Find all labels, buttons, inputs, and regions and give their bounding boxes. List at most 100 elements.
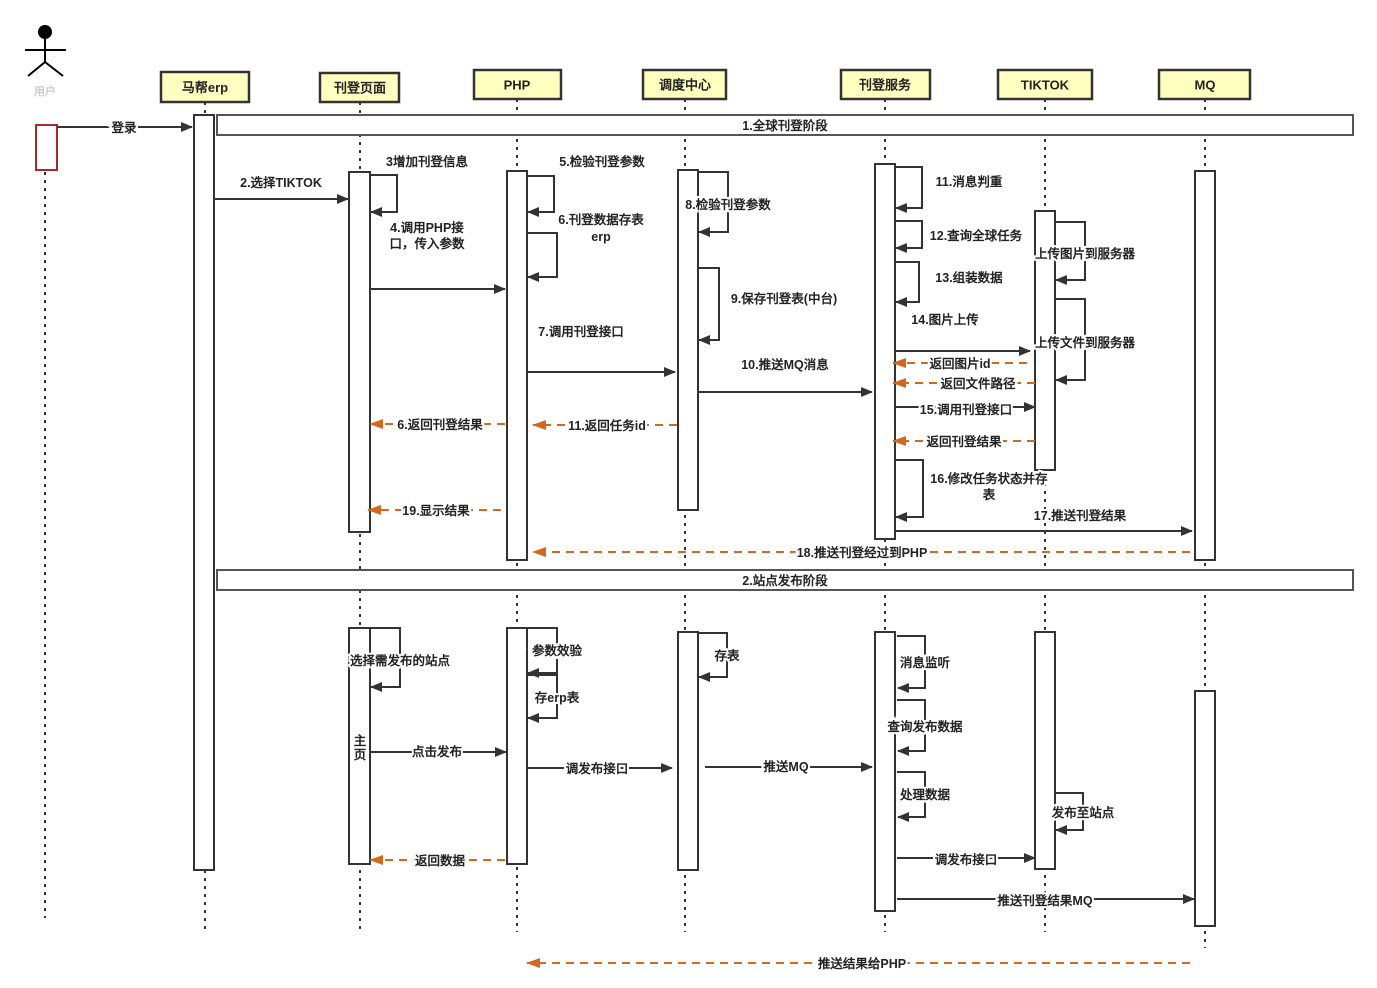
self-message-arrow [698, 171, 729, 237]
message-label: 上传文件到服务器 [1035, 335, 1136, 350]
self-message-arrow [527, 674, 558, 723]
participant-page[interactable]: 刊登页面 [318, 71, 401, 104]
activation-bar [874, 631, 896, 912]
participant-scheduler[interactable]: 调度中心 [641, 68, 728, 101]
message-label: 处理数据 [899, 787, 951, 802]
message-label: 3增加刊登信息 [386, 154, 468, 169]
message-label: 6.返回刊登结果 [397, 417, 483, 432]
message-label: 7.调用刊登接口 [538, 324, 623, 339]
message-label: 17.推送刊登结果 [1034, 508, 1127, 523]
activation-bar [506, 627, 528, 865]
activation-bar [677, 169, 699, 511]
message-label: 5.检验刊登参数 [559, 154, 645, 169]
participant-service[interactable]: 刊登服务 [839, 68, 932, 101]
message-label: 登录 [110, 120, 137, 135]
self-message-arrow [895, 220, 923, 253]
self-message-arrow [897, 771, 926, 822]
frame-stage-1: 1.全球刊登阶段 [216, 114, 1354, 136]
self-message-arrow [1055, 221, 1086, 285]
message-label: 返回刊登结果 [926, 434, 1002, 449]
actor-leg-icon [44, 61, 64, 77]
participant-label: 刊登页面 [334, 81, 386, 96]
participant-php[interactable]: PHP [472, 68, 563, 101]
frame-box [216, 569, 1354, 591]
actor-head-icon [38, 25, 52, 39]
participant-mq[interactable]: MQ [1157, 68, 1252, 101]
activation-bar [1194, 170, 1216, 561]
self-message-arrow [370, 627, 401, 692]
activation-bar [874, 163, 896, 540]
activation-bar [1034, 210, 1056, 471]
actor-label: 用户 [34, 84, 56, 98]
self-message-arrow [370, 174, 398, 217]
message-label: 6.刊登数据存表 [558, 212, 644, 227]
message-label: erp [591, 230, 611, 244]
participant-label: PHP [504, 78, 531, 93]
actor-user: 用户 [25, 25, 66, 918]
frame-stage-2: 2.站点发布阶段 [216, 569, 1354, 591]
message-label: 13.组装数据 [935, 270, 1003, 285]
self-message-arrow [895, 459, 924, 522]
activation-bar [348, 171, 371, 533]
message-label: 返回数据 [415, 853, 466, 868]
participant-label: 调度中心 [659, 78, 711, 93]
self-message-arrow [895, 261, 920, 307]
participant-box [318, 71, 401, 104]
activation-bar [1194, 690, 1216, 927]
message-label: 18.推送刊登经过到PHP [797, 545, 928, 560]
self-message-arrow [897, 635, 926, 693]
message-label: 推送刊登结果MQ [997, 893, 1092, 908]
message-label: 推送结果给PHP [818, 956, 906, 971]
participant-box [159, 70, 251, 104]
message-label: 15.调用刊登接口 [920, 402, 1012, 417]
message-label: 12.查询全球任务 [930, 228, 1023, 243]
message-label: 2.选择TIKTOK [240, 175, 322, 190]
self-message-arrow [527, 175, 555, 217]
message-label: 返回文件路径 [940, 376, 1016, 391]
message-label: 消息监听 [900, 655, 951, 670]
self-message-arrow [1055, 792, 1084, 835]
message-label: 8.检验刊登参数 [685, 197, 771, 212]
message-label: 点击发布 [412, 744, 463, 759]
frame-label: 1.全球刊登阶段 [742, 118, 828, 133]
activation-bar [348, 627, 371, 865]
message-label: 调发布接口 [566, 761, 629, 776]
message-label: 11.消息判重 [936, 174, 1003, 189]
message-label: 10.推送MQ消息 [741, 357, 829, 372]
frame-label: 2.站点发布阶段 [742, 573, 828, 588]
participant-box [839, 68, 932, 101]
participant-label: MQ [1195, 78, 1216, 93]
message-label: 发布至站点 [1051, 805, 1115, 820]
activation-bar [677, 631, 699, 871]
message-label: 查询发布数据 [886, 719, 963, 734]
message-label: 存erp表 [534, 690, 580, 705]
message-label: 9.保存刊登表(中台) [731, 291, 837, 306]
message-label: 上传图片到服务器 [1035, 246, 1136, 261]
participant-label: 刊登服务 [859, 78, 912, 93]
activation-bar [506, 170, 528, 561]
message-label: 口，传入参数 [389, 236, 465, 251]
actor-leg-icon [27, 61, 46, 77]
message-label: 存表 [713, 648, 740, 663]
message-label: 4.调用PHP接 [390, 220, 464, 235]
participant-label: 马帮erp [182, 80, 228, 95]
participant-box [472, 68, 563, 101]
message-label: 调发布接口 [935, 852, 998, 867]
self-message-arrow [527, 627, 558, 678]
frame-box [216, 114, 1354, 136]
self-message-arrow [895, 166, 923, 213]
self-message-arrow [897, 699, 926, 756]
participant-tiktok[interactable]: TIKTOK [996, 68, 1094, 101]
participant-erp[interactable]: 马帮erp [159, 70, 251, 104]
message-label: 11.返回任务id [568, 418, 646, 433]
participant-box [641, 68, 728, 101]
message-label: 返回图片id [929, 356, 990, 371]
message-label: 参数效验 [532, 643, 583, 658]
activation-bar [193, 114, 215, 871]
self-message-arrow [527, 232, 558, 282]
message-label: 14.图片上传 [911, 312, 979, 327]
self-message-arrow [698, 267, 720, 345]
message-label: 表 [982, 487, 996, 502]
participant-box [1157, 68, 1252, 101]
